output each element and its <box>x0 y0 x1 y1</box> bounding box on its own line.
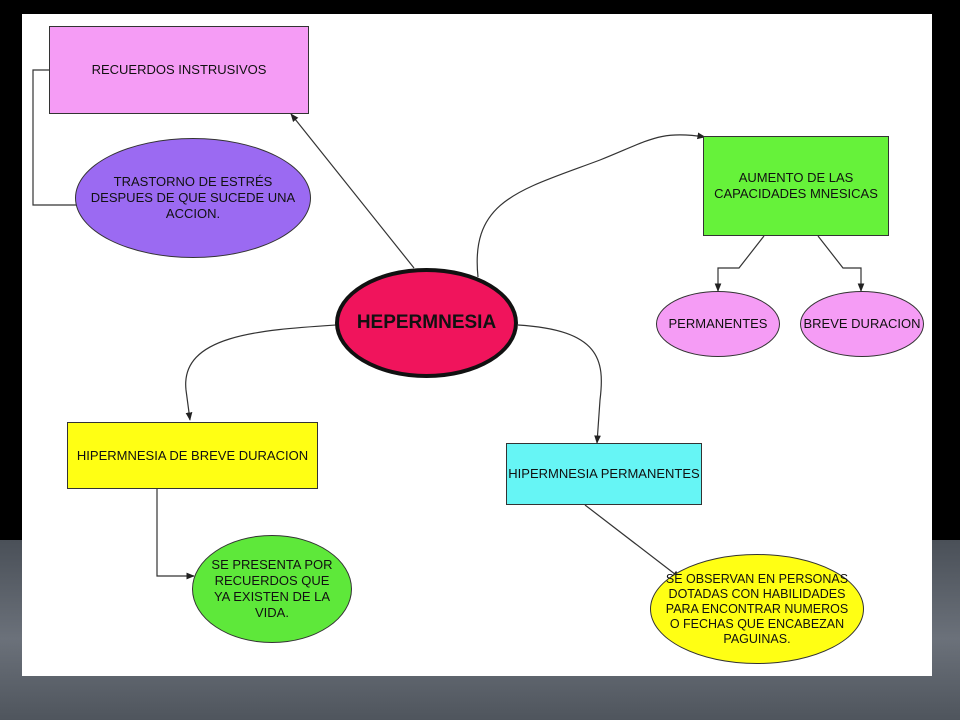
concept-map-slide: RECUERDOS INSTRUSIVOS TRASTORNO DE ESTRÉ… <box>22 14 932 676</box>
node-permanentes-label: PERMANENTES <box>668 316 768 331</box>
link-aumento-breve <box>817 235 865 292</box>
node-hepermnesia-center: HEPERMNESIA <box>335 268 518 378</box>
link-aumento-permanentes <box>714 235 765 292</box>
node-aumento-label: AUMENTO DE LAS CAPACIDADES MNESICAS <box>714 170 878 201</box>
link-center-aumento <box>476 132 706 278</box>
node-hipermnesia-breve: HIPERMNESIA DE BREVE DURACION <box>67 422 318 489</box>
link-center-hiper-perm <box>517 324 602 444</box>
node-trastorno-label: TRASTORNO DE ESTRÉS DESPUES DE QUE SUCED… <box>90 174 296 221</box>
node-se-presenta: SE PRESENTA POR RECUERDOS QUE YA EXISTEN… <box>192 535 352 643</box>
node-recuerdos-instrusivos: RECUERDOS INSTRUSIVOS <box>49 26 309 114</box>
node-trastorno: TRASTORNO DE ESTRÉS DESPUES DE QUE SUCED… <box>75 138 311 258</box>
link-hiper-perm-se-observan <box>584 504 681 579</box>
node-aumento-capacidades: AUMENTO DE LAS CAPACIDADES MNESICAS <box>703 136 889 236</box>
node-breve-duracion: BREVE DURACION <box>800 291 924 357</box>
node-se-observan: SE OBSERVAN EN PERSONAS DOTADAS CON HABI… <box>650 554 864 664</box>
node-hiper-perm-label: HIPERMNESIA PERMANENTES <box>508 466 700 481</box>
node-recuerdos-label: RECUERDOS INSTRUSIVOS <box>91 62 267 77</box>
node-center-label: HEPERMNESIA <box>356 312 497 333</box>
node-hipermnesia-permanentes: HIPERMNESIA PERMANENTES <box>506 443 702 505</box>
node-se-presenta-label: SE PRESENTA POR RECUERDOS QUE YA EXISTEN… <box>211 557 333 620</box>
link-hiper-breve-se-presenta <box>156 489 195 580</box>
node-se-observan-label: SE OBSERVAN EN PERSONAS DOTADAS CON HABI… <box>665 571 849 646</box>
link-center-recuerdos <box>290 113 415 269</box>
connector-lines <box>32 69 865 580</box>
link-recuerdos-trastorno <box>32 69 76 206</box>
node-permanentes: PERMANENTES <box>656 291 780 357</box>
node-hiper-breve-label: HIPERMNESIA DE BREVE DURACION <box>76 447 309 463</box>
link-center-hiper-breve <box>185 324 337 421</box>
node-breve-label: BREVE DURACION <box>803 316 921 331</box>
